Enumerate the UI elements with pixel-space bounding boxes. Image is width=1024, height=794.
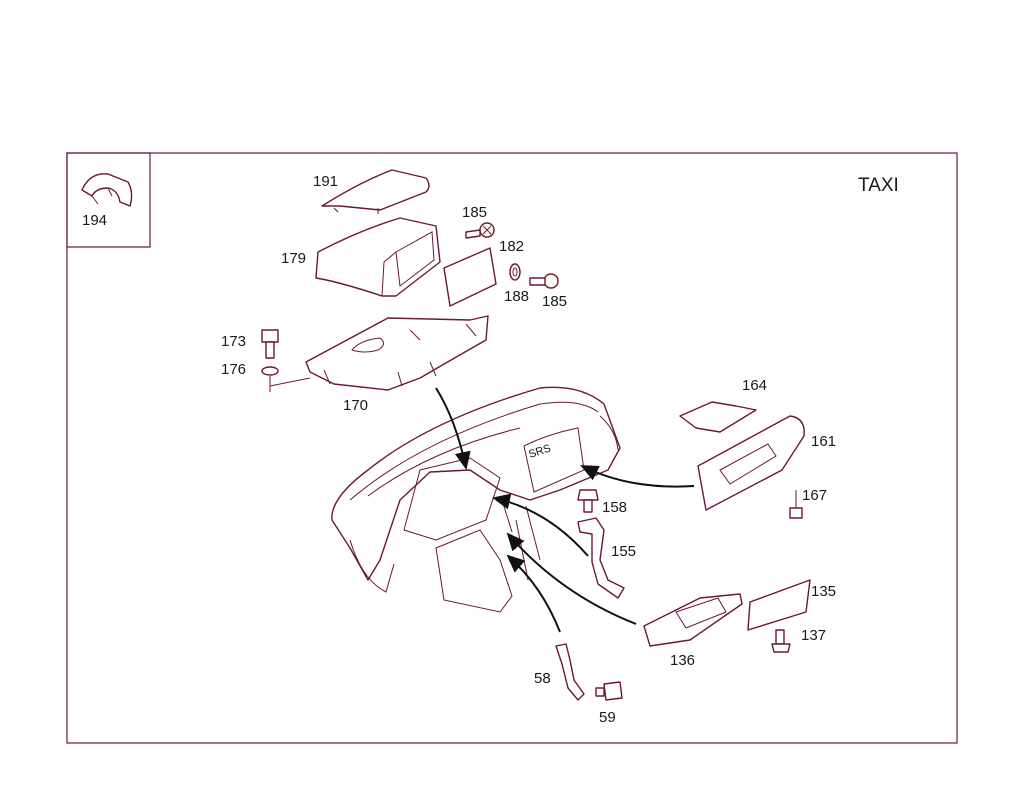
callout-136: 136 bbox=[670, 652, 695, 669]
part-170-bracket bbox=[305, 315, 489, 391]
diagram-frame bbox=[66, 152, 958, 744]
part-58-bracket bbox=[555, 643, 585, 701]
part-158-bolt bbox=[577, 489, 599, 513]
arrow-from-58 bbox=[506, 554, 561, 633]
callout-194: 194 bbox=[82, 212, 107, 229]
part-173-bolt bbox=[261, 329, 279, 359]
inset-frame bbox=[66, 152, 151, 248]
callout-161: 161 bbox=[811, 433, 836, 450]
part-194-clip bbox=[81, 173, 133, 207]
callout-179: 179 bbox=[281, 250, 306, 267]
callout-59: 59 bbox=[599, 709, 616, 726]
dashboard-assembly: SRS bbox=[331, 386, 621, 613]
part-176-washer bbox=[261, 366, 311, 392]
callout-167: 167 bbox=[802, 487, 827, 504]
callout-155: 155 bbox=[611, 543, 636, 560]
callout-185-lower: 185 bbox=[542, 293, 567, 310]
arrow-from-136 bbox=[506, 532, 637, 625]
part-188-washer bbox=[509, 263, 521, 281]
part-185-screw-lower bbox=[529, 273, 559, 289]
arrow-from-155 bbox=[492, 493, 589, 557]
callout-135: 135 bbox=[811, 583, 836, 600]
arrow-from-161 bbox=[580, 465, 695, 488]
callout-137: 137 bbox=[801, 627, 826, 644]
part-136-tray bbox=[643, 593, 743, 647]
part-155-bracket bbox=[577, 517, 625, 599]
callout-191: 191 bbox=[313, 173, 338, 190]
callout-164: 164 bbox=[742, 377, 767, 394]
part-182-panel bbox=[443, 247, 497, 307]
part-164-bracket bbox=[679, 401, 757, 433]
callout-173: 173 bbox=[221, 333, 246, 350]
part-161-tray bbox=[697, 415, 805, 511]
callout-170: 170 bbox=[343, 397, 368, 414]
part-191-cover bbox=[321, 169, 430, 214]
callout-182: 182 bbox=[499, 238, 524, 255]
callout-158: 158 bbox=[602, 499, 627, 516]
callout-58: 58 bbox=[534, 670, 551, 687]
callout-185-upper: 185 bbox=[462, 204, 487, 221]
part-137-screw bbox=[771, 629, 791, 653]
callout-176: 176 bbox=[221, 361, 246, 378]
part-167-screw bbox=[789, 490, 803, 519]
callout-188: 188 bbox=[504, 288, 529, 305]
part-135-cover bbox=[747, 579, 811, 631]
part-179-housing bbox=[315, 217, 441, 297]
arrow-to-base bbox=[435, 387, 471, 470]
part-59-bolt bbox=[595, 681, 623, 701]
variant-label: TAXI bbox=[858, 175, 899, 196]
part-185-screw-upper bbox=[465, 222, 495, 239]
